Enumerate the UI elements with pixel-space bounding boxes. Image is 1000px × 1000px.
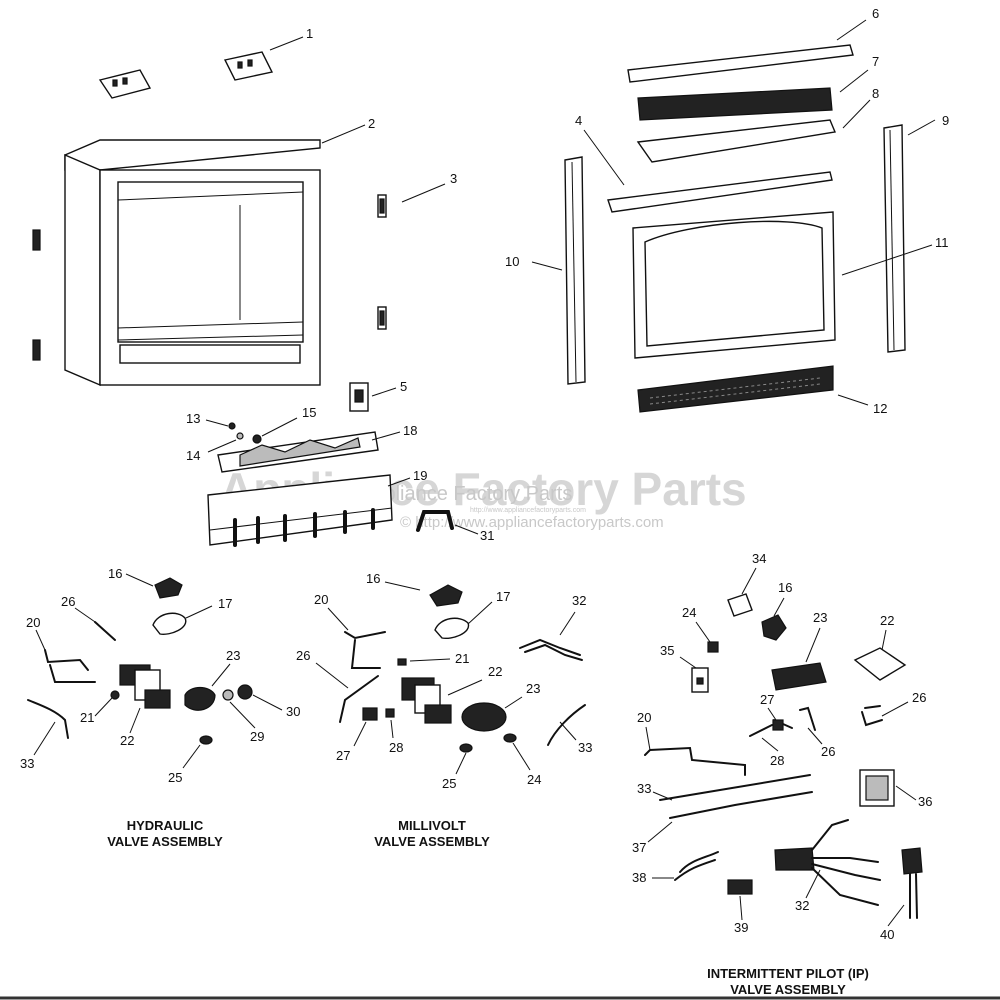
ip-callout-39: 39 [734, 920, 748, 935]
hyd-callout-26: 26 [61, 594, 75, 609]
ip-callout-26b: 26 [821, 744, 835, 759]
hyd-callout-23: 23 [226, 648, 240, 663]
part-18-burner [217, 431, 379, 473]
part-10-left-trim [564, 156, 586, 385]
millivolt-parts [339, 584, 586, 753]
callout-6: 6 [872, 6, 879, 21]
watermark-url: © http://www.appliancefactoryparts.com [400, 514, 664, 531]
ip-callout-28: 28 [770, 753, 784, 768]
mv-callout-21: 21 [455, 651, 469, 666]
part-4-top-panel [607, 171, 833, 213]
hyd-callout-25: 25 [168, 770, 182, 785]
part-1-brackets [98, 51, 274, 99]
callout-11: 11 [935, 235, 949, 250]
mv-callout-20: 20 [314, 592, 328, 607]
callout-9: 9 [942, 113, 949, 128]
ip-callout-40: 40 [880, 927, 894, 942]
part-12-grille [637, 365, 834, 413]
callout-2: 2 [368, 116, 375, 131]
hydraulic-title-line1: HYDRAULIC [127, 818, 204, 833]
part-7-louver [637, 87, 833, 121]
callout-14: 14 [186, 448, 200, 463]
ip-callout-27: 27 [760, 692, 774, 707]
mv-callout-25: 25 [442, 776, 456, 791]
millivolt-title-line1: MILLIVOLT [398, 818, 466, 833]
callout-15: 15 [302, 405, 316, 420]
callout-1: 1 [306, 26, 313, 41]
mv-callout-27: 27 [336, 748, 350, 763]
callout-13: 13 [186, 411, 200, 426]
ip-callout-36: 36 [918, 794, 932, 809]
mv-callout-24: 24 [527, 772, 541, 787]
ip-callout-34: 34 [752, 551, 766, 566]
callout-18: 18 [403, 423, 417, 438]
ip-parts [644, 593, 923, 919]
mv-callout-28: 28 [389, 740, 403, 755]
part-9-right-trim [883, 124, 906, 353]
callout-31: 31 [480, 528, 494, 543]
ip-callout-22: 22 [880, 613, 894, 628]
part-11-front-panel [632, 211, 836, 359]
mv-callout-16: 16 [366, 571, 380, 586]
hyd-callout-16: 16 [108, 566, 122, 581]
callout-10: 10 [505, 254, 519, 269]
ip-callout-24: 24 [682, 605, 696, 620]
part-14 [236, 432, 244, 440]
hyd-callout-33: 33 [20, 756, 34, 771]
hyd-callout-29: 29 [250, 729, 264, 744]
ip-callout-23: 23 [813, 610, 827, 625]
part-2-firebox [64, 139, 321, 387]
part-3-clips [377, 194, 387, 330]
ip-callout-33: 33 [637, 781, 651, 796]
ip-callout-20: 20 [637, 710, 651, 725]
part-31-handle [416, 510, 454, 532]
ip-callout-26a: 26 [912, 690, 926, 705]
hyd-callout-22: 22 [120, 733, 134, 748]
millivolt-title-line2: VALVE ASSEMBLY [374, 834, 490, 849]
ip-title-line1: INTERMITTENT PILOT (IP) [707, 966, 869, 981]
ip-callout-16: 16 [778, 580, 792, 595]
ip-title-line2: VALVE ASSEMBLY [730, 982, 846, 997]
callout-12: 12 [873, 401, 887, 416]
part-6-top-trim [627, 44, 854, 83]
hyd-callout-30: 30 [286, 704, 300, 719]
ip-callout-35: 35 [660, 643, 674, 658]
hydraulic-parts [27, 577, 253, 745]
ip-callout-32: 32 [795, 898, 809, 913]
part-5-switch [349, 382, 369, 412]
callout-7: 7 [872, 54, 879, 69]
ip-callout-37: 37 [632, 840, 646, 855]
callout-8: 8 [872, 86, 879, 101]
part-15 [252, 434, 262, 444]
mv-callout-17: 17 [496, 589, 510, 604]
mv-callout-26: 26 [296, 648, 310, 663]
side-clip-left-bottom [32, 339, 41, 361]
part-13 [228, 422, 236, 430]
watermark-tiny-url: http://www.appliancefactoryparts.com [470, 507, 586, 514]
hyd-callout-20: 20 [26, 615, 40, 630]
watermark-brand-small: Appliance Factory Parts [360, 483, 572, 505]
hydraulic-title-line2: VALVE ASSEMBLY [107, 834, 223, 849]
part-19-tray [207, 474, 393, 547]
callout-5: 5 [400, 379, 407, 394]
part-8-hood [636, 119, 836, 163]
callout-4: 4 [575, 113, 582, 128]
side-clip-left-top [32, 229, 41, 251]
hyd-callout-21: 21 [80, 710, 94, 725]
callout-19: 19 [413, 468, 427, 483]
mv-callout-23: 23 [526, 681, 540, 696]
mv-callout-32: 32 [572, 593, 586, 608]
hyd-callout-17: 17 [218, 596, 232, 611]
ip-callout-38: 38 [632, 870, 646, 885]
mv-callout-22: 22 [488, 664, 502, 679]
mv-callout-33: 33 [578, 740, 592, 755]
callout-3: 3 [450, 171, 457, 186]
